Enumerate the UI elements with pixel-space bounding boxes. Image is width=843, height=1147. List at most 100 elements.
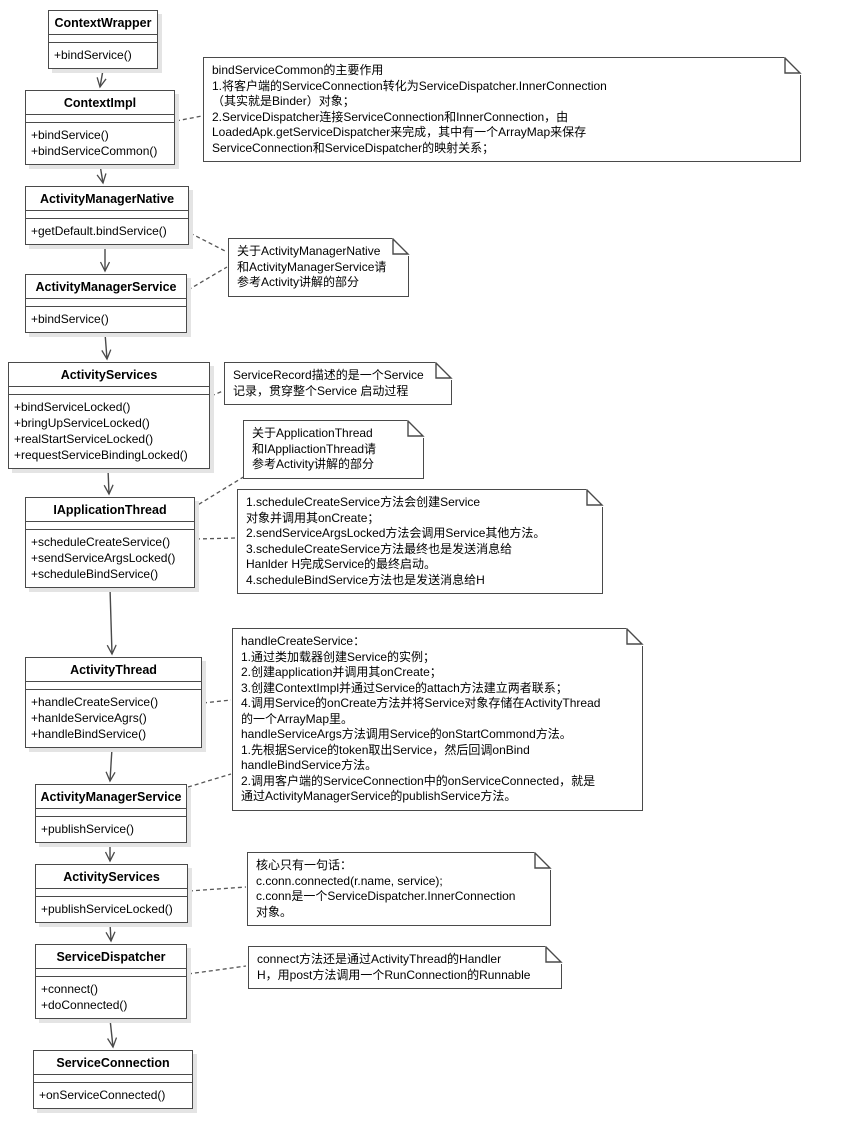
note-text: bindServiceCommon的主要作用 1.将客户端的ServiceCon…: [212, 63, 607, 155]
flow-arrow: [108, 468, 109, 494]
class-box-contextwrapper: ContextWrapper +bindService(): [48, 10, 158, 69]
class-method: +scheduleBindService(): [31, 567, 159, 581]
class-box-activityservices: ActivityServices +bindServiceLocked() +b…: [8, 362, 210, 469]
class-name: ActivityManagerNative: [26, 187, 188, 211]
class-method: +requestServiceBindingLocked(): [14, 448, 188, 462]
class-method: +handleBindService(): [31, 727, 147, 741]
class-name: ActivityManagerService: [36, 785, 186, 809]
flow-arrow: [110, 747, 112, 781]
note-connector: [195, 472, 251, 507]
class-methods: +bindService() +bindServiceCommon(): [26, 123, 174, 164]
class-method: +handleCreateService(): [31, 695, 159, 709]
class-box-servicedispatcher: ServiceDispatcher +connect() +doConnecte…: [35, 944, 187, 1019]
class-attributes-empty: [26, 211, 188, 219]
class-methods: +handleCreateService() +hanldeServiceAgr…: [26, 690, 201, 747]
note-handlecreateservice: handleCreateService： 1.通过类加载器创建Service的实…: [232, 627, 644, 811]
flow-arrow: [105, 332, 107, 359]
note-connector: [189, 232, 228, 253]
note-schedulecreateservice: 1.scheduleCreateService方法会创建Service 对象并调…: [237, 488, 604, 594]
class-method: +getDefault.bindService(): [31, 224, 167, 238]
class-attributes-empty: [26, 522, 194, 530]
class-box-iapplicationthread: IApplicationThread +scheduleCreateServic…: [25, 497, 195, 588]
class-name: ActivityServices: [36, 865, 187, 889]
note-connector: [187, 965, 247, 975]
note-applicationthread: 关于ApplicationThread 和IAppliactionThread请…: [243, 419, 425, 479]
note-fold-icon: [434, 361, 453, 380]
class-method: +hanldeServiceAgrs(): [31, 711, 147, 725]
note-connector: [202, 699, 232, 704]
class-attributes-empty: [36, 969, 186, 977]
class-name: ServiceConnection: [34, 1051, 192, 1075]
flow-arrow: [110, 587, 112, 654]
class-name: ActivityThread: [26, 658, 201, 682]
class-method: +connect(): [41, 982, 99, 996]
class-attributes-empty: [49, 35, 157, 43]
class-method: +publishService(): [41, 822, 135, 836]
class-methods: +getDefault.bindService(): [26, 219, 188, 244]
class-name: ActivityManagerService: [26, 275, 186, 299]
class-method: +realStartServiceLocked(): [14, 432, 154, 446]
class-methods: +publishService(): [36, 817, 186, 842]
class-method: +scheduleCreateService(): [31, 535, 171, 549]
class-method: +bindService(): [31, 128, 109, 142]
class-method: +onServiceConnected(): [39, 1088, 166, 1102]
note-fold-icon: [391, 237, 410, 256]
note-servicerecord: ServiceRecord描述的是一个Service 记录，贯穿整个Servic…: [224, 361, 453, 405]
note-connector: [195, 537, 237, 540]
class-box-activitymanagerservice-2: ActivityManagerService +publishService(): [35, 784, 187, 843]
note-bindservicecommon: bindServiceCommon的主要作用 1.将客户端的ServiceCon…: [203, 56, 802, 162]
note-connector: [188, 886, 247, 892]
note-activitymanagernative: 关于ActivityManagerNative 和ActivityManager…: [228, 237, 410, 297]
note-connect-handler: connect方法还是通过ActivityThread的Handler H，用p…: [248, 945, 563, 989]
note-text: 关于ActivityManagerNative 和ActivityManager…: [237, 244, 387, 289]
class-method: +bindServiceCommon(): [31, 144, 158, 158]
class-name: ContextWrapper: [49, 11, 157, 35]
class-methods: +publishServiceLocked(): [36, 897, 187, 922]
note-text: handleCreateService： 1.通过类加载器创建Service的实…: [241, 634, 601, 803]
class-methods: +onServiceConnected(): [34, 1083, 192, 1108]
note-text: 关于ApplicationThread 和IAppliactionThread请…: [252, 426, 377, 471]
class-name: ContextImpl: [26, 91, 174, 115]
class-attributes-empty: [26, 299, 186, 307]
note-connector: [187, 773, 232, 788]
note-fold-icon: [585, 488, 604, 507]
note-text: 核心只有一句话： c.conn.connected(r.name, servic…: [256, 858, 516, 919]
flow-arrow: [110, 1018, 113, 1047]
note-text: connect方法还是通过ActivityThread的Handler H，用p…: [257, 952, 531, 982]
note-core-connected: 核心只有一句话： c.conn.connected(r.name, servic…: [247, 851, 552, 926]
note-text: ServiceRecord描述的是一个Service 记录，贯穿整个Servic…: [233, 368, 424, 398]
class-attributes-empty: [9, 387, 209, 395]
flow-arrow: [110, 922, 111, 941]
class-method: +bindService(): [54, 48, 132, 62]
note-connector: [210, 390, 224, 397]
class-name: ActivityServices: [9, 363, 209, 387]
class-methods: +bindServiceLocked() +bringUpServiceLock…: [9, 395, 209, 468]
class-name: ServiceDispatcher: [36, 945, 186, 969]
note-fold-icon: [406, 419, 425, 438]
class-methods: +connect() +doConnected(): [36, 977, 186, 1018]
note-fold-icon: [533, 851, 552, 870]
class-method: +bringUpServiceLocked(): [14, 416, 150, 430]
class-box-serviceconnection: ServiceConnection +onServiceConnected(): [33, 1050, 193, 1109]
class-attributes-empty: [36, 889, 187, 897]
class-method: +doConnected(): [41, 998, 128, 1012]
class-method: +publishServiceLocked(): [41, 902, 173, 916]
class-box-contextimpl: ContextImpl +bindService() +bindServiceC…: [25, 90, 175, 165]
class-box-activityservices-2: ActivityServices +publishServiceLocked(): [35, 864, 188, 923]
class-method: +bindService(): [31, 312, 109, 326]
note-connector: [175, 115, 203, 122]
class-attributes-empty: [34, 1075, 192, 1083]
note-fold-icon: [783, 56, 802, 75]
class-methods: +scheduleCreateService() +sendServiceArg…: [26, 530, 194, 587]
class-methods: +bindService(): [49, 43, 157, 68]
note-fold-icon: [544, 945, 563, 964]
class-method: +bindServiceLocked(): [14, 400, 131, 414]
class-box-activitymanagernative: ActivityManagerNative +getDefault.bindSe…: [25, 186, 189, 245]
class-attributes-empty: [26, 682, 201, 690]
class-methods: +bindService(): [26, 307, 186, 332]
class-box-activitythread: ActivityThread +handleCreateService() +h…: [25, 657, 202, 748]
class-method: +sendServiceArgsLocked(): [31, 551, 176, 565]
class-box-activitymanagerservice: ActivityManagerService +bindService(): [25, 274, 187, 333]
